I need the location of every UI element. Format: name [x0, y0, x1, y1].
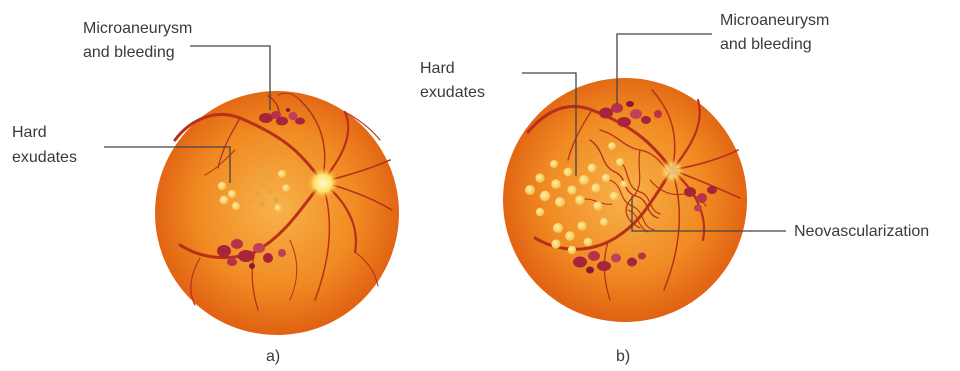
optic-disc-a [307, 167, 339, 199]
label-hard-exudates-b: Hard exudates [420, 60, 485, 101]
fundus-panel-a: Microaneurysm and bleeding Hard exudates… [12, 20, 399, 365]
label-microaneurysm-a: Microaneurysm and bleeding [83, 20, 197, 61]
caption-a: a) [266, 348, 280, 365]
caption-b: b) [616, 348, 630, 365]
label-microaneurysm-b: Microaneurysm and bleeding [720, 12, 834, 53]
fundus-a-circle [155, 91, 399, 335]
label-hard-exudates-a: Hard exudates [12, 124, 77, 166]
optic-disc-b [659, 158, 685, 184]
label-neovascularization-b: Neovascularization [794, 223, 929, 240]
fundus-panel-b: Hard exudates Microaneurysm and bleeding… [420, 12, 929, 365]
